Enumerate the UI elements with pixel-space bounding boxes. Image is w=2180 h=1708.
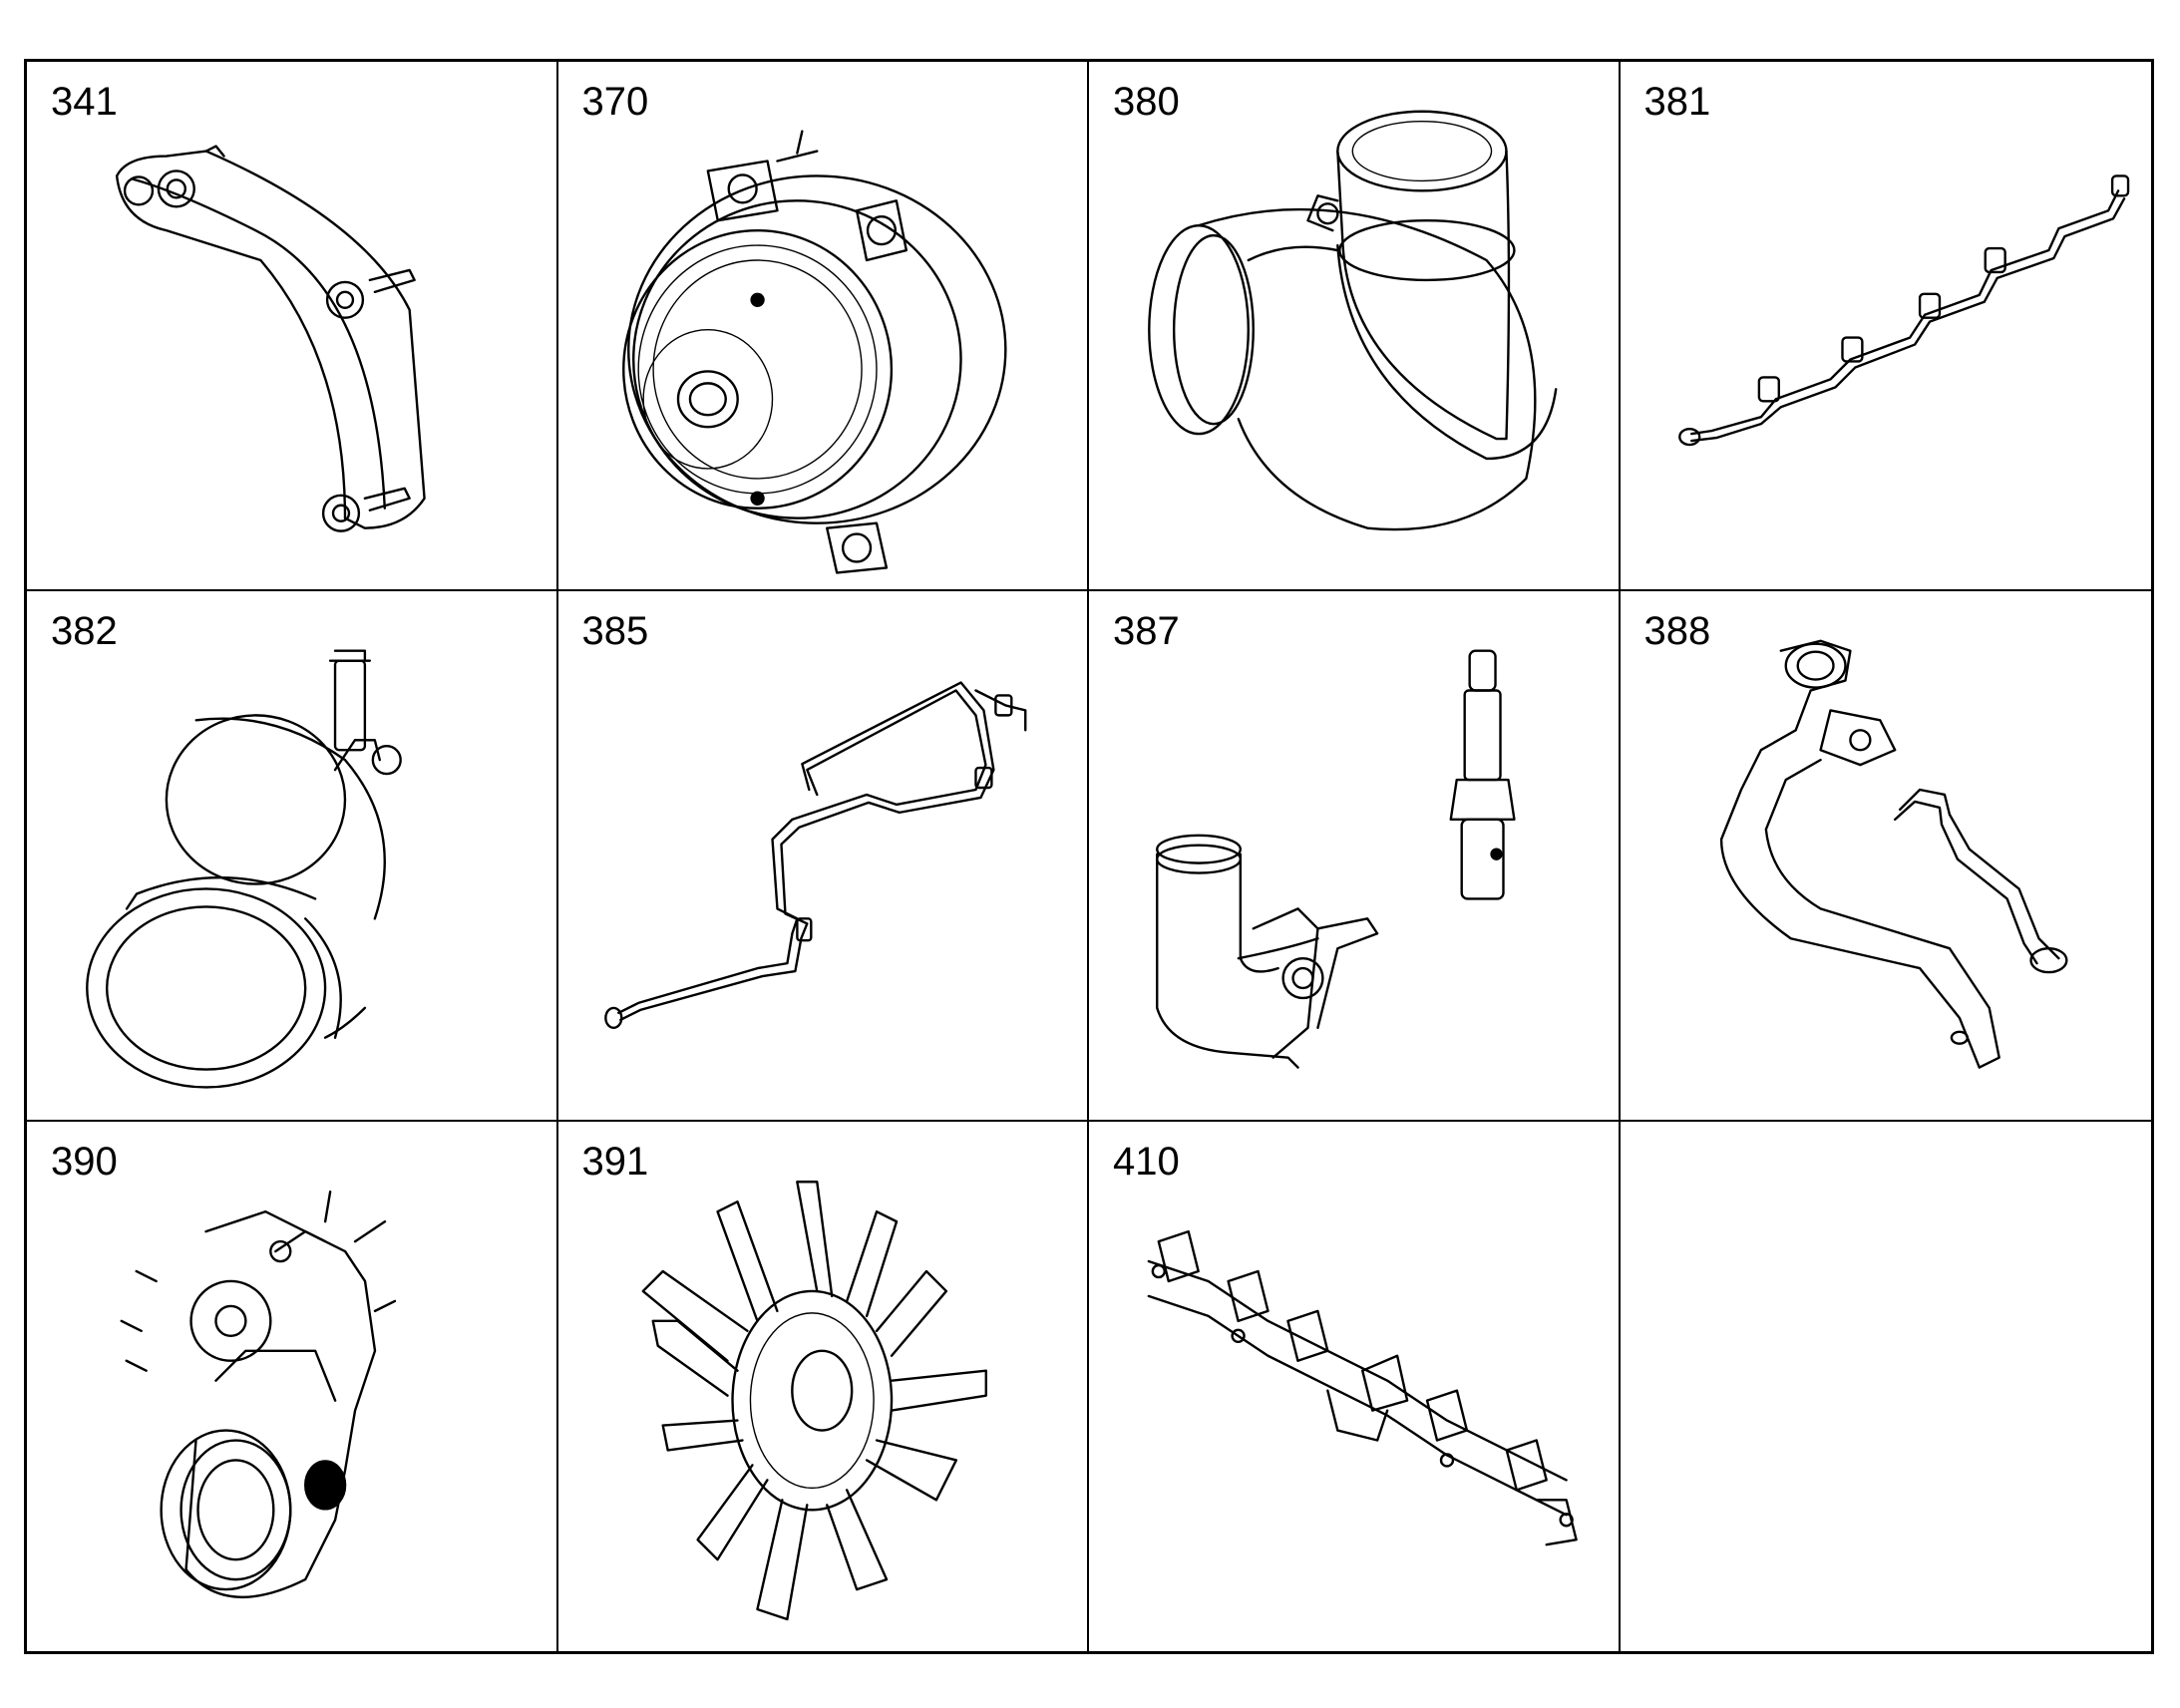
part-cell-370[interactable]: 370 — [557, 62, 1089, 592]
bracket-icon — [115, 145, 426, 532]
part-cell-empty — [1621, 1122, 2152, 1651]
belt-drive-icon — [120, 1190, 397, 1598]
part-cell-391[interactable]: 391 — [558, 1121, 1089, 1651]
part-number: 380 — [1113, 80, 1180, 124]
part-number: 388 — [1643, 609, 1711, 654]
part-cell-388[interactable]: 388 — [1620, 591, 2151, 1122]
part-number: 341 — [51, 80, 118, 124]
part-number: 390 — [51, 1139, 118, 1184]
part-number: 391 — [581, 1139, 649, 1184]
part-cell-341[interactable]: 341 — [27, 62, 558, 592]
parts-grid: 341 370 — [24, 59, 2154, 1654]
part-number: 382 — [51, 609, 118, 654]
fan-icon — [641, 1180, 987, 1620]
elbow-connector-icon — [86, 649, 402, 1090]
part-cell-382[interactable]: 382 — [27, 591, 558, 1122]
part-cell-380[interactable]: 380 — [1089, 62, 1621, 592]
part-cell-381[interactable]: 381 — [1620, 62, 2151, 592]
part-number: 370 — [581, 80, 649, 124]
part-number: 385 — [581, 609, 649, 654]
water-pump-icon — [621, 130, 1007, 574]
part-number: 387 — [1113, 609, 1180, 654]
part-cell-410[interactable]: 410 — [1089, 1121, 1621, 1651]
part-number: 410 — [1113, 1139, 1180, 1184]
thermostat-housing-icon — [1148, 110, 1558, 531]
part-cell-385[interactable]: 385 — [557, 591, 1089, 1122]
manifold-icon — [1147, 1229, 1578, 1546]
pipe-and-sensor-icon — [1156, 649, 1516, 1070]
part-cell-390[interactable]: 390 — [27, 1121, 558, 1651]
pipe-line-icon — [603, 681, 1026, 1030]
part-cell-387[interactable]: 387 — [1089, 591, 1621, 1122]
coolant-pipes-icon — [1719, 639, 2068, 1070]
wiring-harness-icon — [1677, 174, 2129, 447]
part-number: 381 — [1643, 80, 1711, 124]
